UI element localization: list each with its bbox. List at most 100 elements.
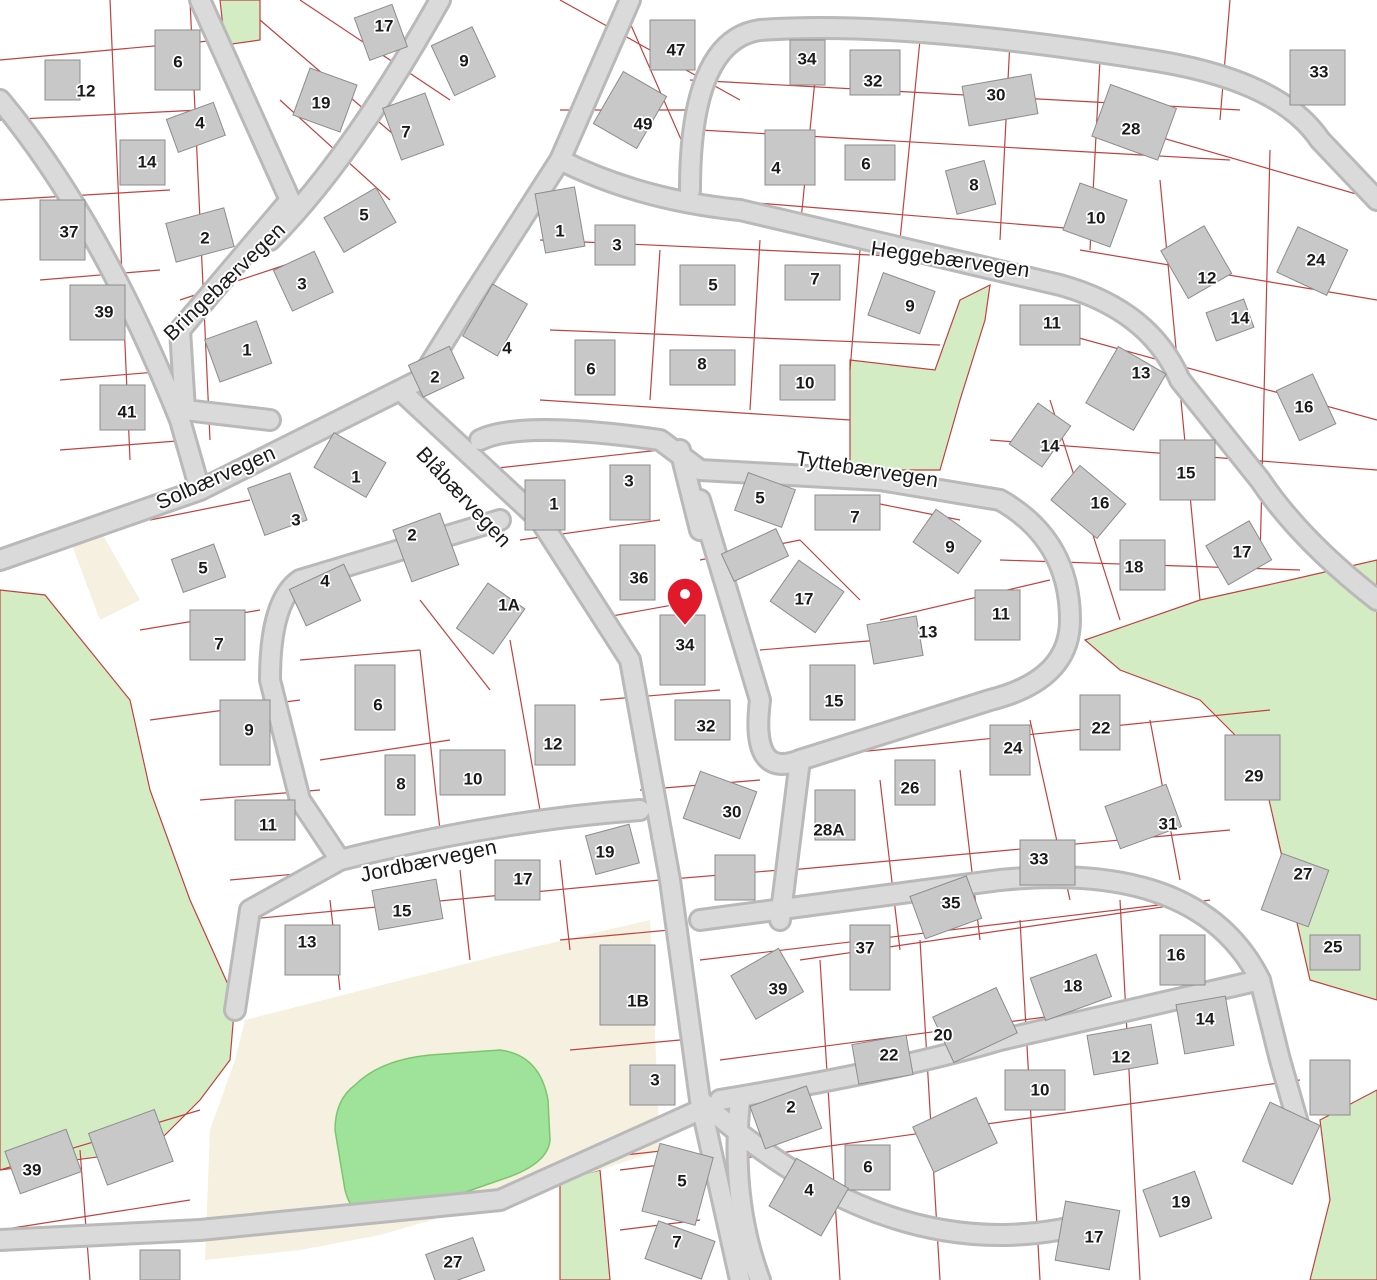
address-number: 2 xyxy=(786,1097,795,1116)
address-number: 9 xyxy=(244,720,253,739)
address-number: 7 xyxy=(672,1232,681,1251)
address-number: 10 xyxy=(1031,1080,1050,1099)
address-number: 3 xyxy=(291,510,300,529)
address-number: 24 xyxy=(1307,250,1326,269)
address-number: 5 xyxy=(198,558,207,577)
buildings xyxy=(4,3,1361,1280)
sports-field xyxy=(334,1049,551,1220)
address-number: 7 xyxy=(850,507,859,526)
address-number: 15 xyxy=(825,691,844,710)
address-number: 33 xyxy=(1310,62,1329,81)
address-number: 5 xyxy=(359,205,368,224)
address-number: 9 xyxy=(459,51,468,70)
address-number: 4 xyxy=(320,571,330,590)
address-labels: 17 9 6 12 19 7 4 14 5 37 2 3 39 1 41 47 … xyxy=(21,15,1344,1274)
address-number: 28 xyxy=(1122,119,1141,138)
address-number: 19 xyxy=(1172,1192,1191,1211)
address-number: 41 xyxy=(118,402,137,421)
address-number: 1 xyxy=(351,467,360,486)
address-number: 18 xyxy=(1125,557,1144,576)
address-number: 49 xyxy=(634,114,653,133)
address-number: 39 xyxy=(769,979,788,998)
address-number: 32 xyxy=(864,71,883,90)
address-number: 2 xyxy=(430,367,439,386)
address-number: 34 xyxy=(798,49,817,68)
address-number: 16 xyxy=(1295,397,1314,416)
address-number: 1 xyxy=(555,221,564,240)
address-number: 14 xyxy=(138,152,157,171)
address-number: 4 xyxy=(804,1180,814,1199)
address-number: 20 xyxy=(934,1025,953,1044)
address-number: 13 xyxy=(919,622,938,641)
address-number: 13 xyxy=(1132,363,1151,382)
address-number: 8 xyxy=(396,774,405,793)
address-number: 17 xyxy=(514,869,533,888)
address-number: 2 xyxy=(200,228,209,247)
address-number: 39 xyxy=(23,1160,42,1179)
address-number: 7 xyxy=(810,269,819,288)
address-number: 12 xyxy=(1198,268,1217,287)
address-number: 22 xyxy=(880,1045,899,1064)
address-number: 8 xyxy=(969,175,978,194)
green-area-southeast xyxy=(1309,1089,1377,1280)
address-number: 3 xyxy=(297,274,306,293)
address-number: 5 xyxy=(677,1171,686,1190)
address-number: 19 xyxy=(596,842,615,861)
address-number: 1A xyxy=(498,595,520,614)
sand-area xyxy=(70,530,140,620)
address-number: 17 xyxy=(795,589,814,608)
address-number: 15 xyxy=(1177,463,1196,482)
address-number: 6 xyxy=(173,52,182,71)
address-number: 31 xyxy=(1159,814,1178,833)
address-number: 10 xyxy=(1087,208,1106,227)
address-number: 13 xyxy=(298,932,317,951)
address-number: 5 xyxy=(708,275,717,294)
address-number: 17 xyxy=(1085,1227,1104,1246)
address-number: 36 xyxy=(630,568,649,587)
address-number: 28A xyxy=(813,820,844,839)
address-number: 34 xyxy=(676,635,695,654)
address-number: 18 xyxy=(1064,976,1083,995)
address-number: 6 xyxy=(586,359,595,378)
address-number: 33 xyxy=(1030,849,1049,868)
address-number: 25 xyxy=(1324,937,1343,956)
address-number: 6 xyxy=(863,1157,872,1176)
address-number: 8 xyxy=(697,354,706,373)
address-number: 30 xyxy=(723,802,742,821)
location-pin-icon[interactable] xyxy=(666,577,704,628)
address-number: 3 xyxy=(650,1070,659,1089)
address-number: 1 xyxy=(549,494,558,513)
address-number: 37 xyxy=(856,938,875,957)
address-number: 27 xyxy=(1294,864,1313,883)
address-number: 4 xyxy=(195,113,205,132)
address-number: 37 xyxy=(60,222,79,241)
address-number: 17 xyxy=(375,16,394,35)
address-number: 14 xyxy=(1041,436,1060,455)
address-number: 12 xyxy=(1112,1047,1131,1066)
address-number: 24 xyxy=(1004,738,1023,757)
address-number: 12 xyxy=(544,734,563,753)
address-number: 3 xyxy=(624,471,633,490)
address-number: 30 xyxy=(987,85,1006,104)
address-number: 6 xyxy=(373,695,382,714)
address-number: 27 xyxy=(444,1252,463,1271)
address-number: 7 xyxy=(401,122,410,141)
address-number: 11 xyxy=(1043,313,1061,332)
address-number: 12 xyxy=(77,81,96,100)
address-number: 10 xyxy=(464,769,483,788)
green-area-south xyxy=(559,1169,611,1280)
address-number: 4 xyxy=(771,158,781,177)
address-number: 6 xyxy=(861,154,870,173)
street-label-heggebaervegen: Heggebærvegen xyxy=(869,237,1031,282)
address-number: 29 xyxy=(1245,766,1264,785)
green-area-west xyxy=(0,589,236,1171)
address-number: 3 xyxy=(612,235,621,254)
address-number: 7 xyxy=(214,634,223,653)
address-number: 32 xyxy=(697,716,716,735)
address-number: 26 xyxy=(901,778,920,797)
address-number: 15 xyxy=(393,901,412,920)
address-number: 2 xyxy=(407,525,416,544)
address-number: 39 xyxy=(95,302,114,321)
